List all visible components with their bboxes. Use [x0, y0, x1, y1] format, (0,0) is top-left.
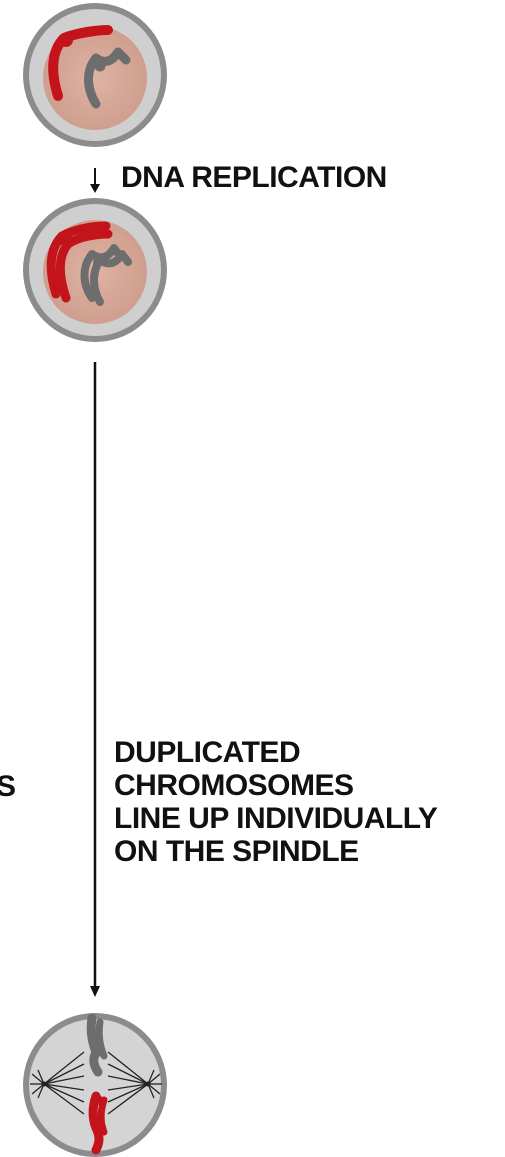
spindle-cell-icon	[23, 1013, 167, 1157]
alignment-line-2: CHROMOSOMES	[114, 769, 437, 802]
alignment-line-3: LINE UP INDIVIDUALLY	[114, 802, 437, 835]
cell-with-chromosomes-icon	[23, 3, 167, 147]
dna-replication-label: DNA REPLICATION	[121, 161, 387, 194]
long-arrow	[90, 362, 100, 997]
cell-with-duplicated-chromosomes-icon	[23, 198, 167, 342]
left-edge-fragment: S	[0, 770, 16, 803]
alignment-line-4: ON THE SPINDLE	[114, 835, 437, 868]
short-arrow	[90, 168, 100, 193]
alignment-line-1: DUPLICATED	[114, 736, 437, 769]
duplicated-chromosomes-label: DUPLICATED CHROMOSOMES LINE UP INDIVIDUA…	[114, 736, 437, 868]
